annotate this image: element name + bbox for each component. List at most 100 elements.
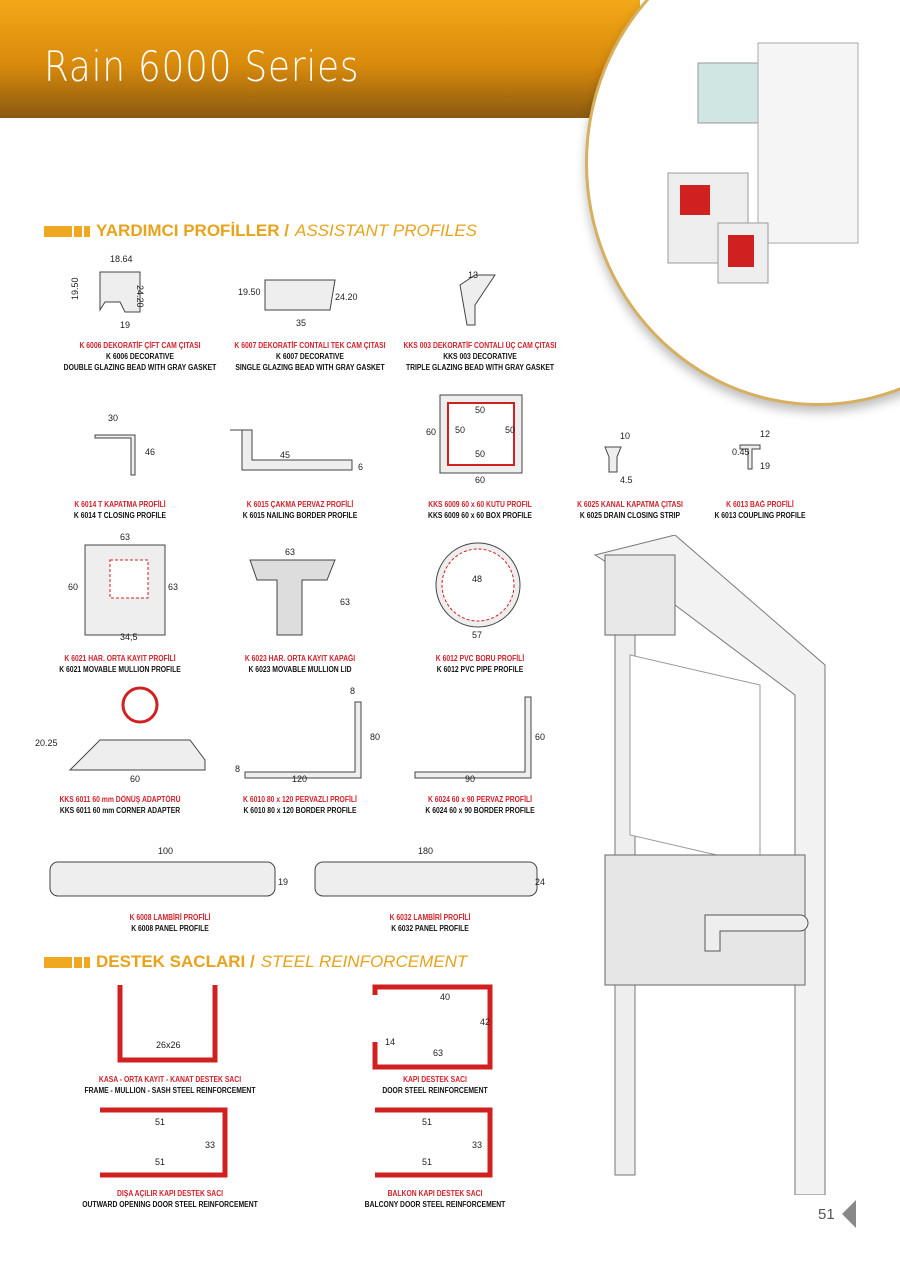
dim: 24.20 xyxy=(335,292,358,302)
dim: 19 xyxy=(278,877,288,887)
section-title-en: ASSISTANT PROFILES xyxy=(295,221,478,240)
item-k6008: K 6008 LAMBİRİ PROFİLİ K 6008 PANEL PROFI… xyxy=(94,912,247,934)
section-bars-icon xyxy=(44,956,90,968)
dim: 33 xyxy=(205,1140,215,1150)
caption-line: K 6006 DEKORATİF ÇİFT CAM ÇITASI xyxy=(79,341,201,350)
section-steel-reinforcement: DESTEK SACLARI / STEEL REINFORCEMENT xyxy=(44,952,467,972)
section-title-en: STEEL REINFORCEMENT xyxy=(260,952,468,971)
item-kks6011: KKS 6011 60 mm DÖNÜŞ ADAPTÖRÜ KKS 6011 60… xyxy=(52,794,188,816)
caption-line: DOUBLE GLAZING BEAD WITH GRAY GASKET xyxy=(63,363,217,372)
row1-drawings: 18.64 19.50 24.20 19 19.50 24.20 35 13 xyxy=(70,254,496,330)
item-k6021: K 6021 HAR. ORTA KAYIT PROFİLİ K 6021 MOV… xyxy=(52,653,188,675)
item-k6014: K 6014 T KAPATMA PROFİLİ K 6014 T CLOSING… xyxy=(52,499,188,521)
caption-line: K 6012 PVC BORU PROFİLİ xyxy=(435,654,525,663)
caption-line: K 6007 DEKORATİF CONTALI TEK CAM ÇITASI xyxy=(234,341,386,350)
dim: 19.50 xyxy=(70,277,80,300)
dim: 35 xyxy=(296,318,306,328)
dim: 6 xyxy=(358,462,363,472)
caption-line: K 6032 LAMBİRİ PROFİLİ xyxy=(389,913,471,922)
dim: 60 xyxy=(68,582,78,592)
row2-drawings: 30 46 45 6 60 50 50 50 50 60 10 4.5 12 0… xyxy=(94,394,770,485)
caption-line: KKS 6009 60 x 60 KUTU PROFIL xyxy=(428,500,532,509)
caption-line: K 6024 60 x 90 PERVAZ PROFİLİ xyxy=(427,795,533,804)
caption-line: K 6008 PANEL PROFILE xyxy=(131,924,209,933)
caption-line: BALKON KAPI DESTEK SACI xyxy=(387,1189,483,1198)
dim: 42 xyxy=(480,1017,490,1027)
dim: 51 xyxy=(155,1157,165,1167)
item-k6012: K 6012 PVC BORU PROFİLİ K 6012 PVC PIPE P… xyxy=(404,653,557,675)
dim: 57 xyxy=(472,630,482,640)
dim: 60 xyxy=(475,475,485,485)
dim: 48 xyxy=(472,574,482,584)
caption-line: OUTWARD OPENING DOOR STEEL REINFORCEMENT xyxy=(82,1200,258,1209)
dim: 120 xyxy=(292,774,307,784)
section-title: DESTEK SACLARI / xyxy=(96,952,255,971)
dim: 12 xyxy=(760,429,770,439)
dim: 100 xyxy=(158,846,173,856)
window-section-illustration xyxy=(667,42,859,284)
dim: 50 xyxy=(505,425,515,435)
dim: 24.20 xyxy=(135,285,145,308)
dim: 180 xyxy=(418,846,433,856)
item-k6006: K 6006 DEKORATİF ÇİFT CAM ÇITASI K 6006 D… xyxy=(55,340,225,373)
caption-line: K 6032 PANEL PROFILE xyxy=(391,924,469,933)
dim: 10 xyxy=(620,431,630,441)
door-section-illustration xyxy=(593,535,826,1195)
item-k6032: K 6032 LAMBİRİ PROFİLİ K 6032 PANEL PROFI… xyxy=(354,912,507,934)
caption-line: TRIPLE GLAZING BEAD WITH GRAY GASKET xyxy=(405,363,555,372)
dim: 80 xyxy=(370,732,380,742)
dim: 63 xyxy=(168,582,178,592)
dim: 24 xyxy=(535,877,545,887)
dim: 50 xyxy=(475,405,485,415)
section-bars-icon xyxy=(44,225,90,237)
item-k6010: K 6010 80 x 120 PERVAZLI PROFİLİ K 6010 8… xyxy=(224,794,377,816)
dim: 46 xyxy=(145,447,155,457)
dim: 19.50 xyxy=(238,287,261,297)
caption-line: K 6006 DECORATIVE xyxy=(106,352,174,361)
caption-line: K 6025 DRAIN CLOSING STRIP xyxy=(579,511,681,520)
caption-line: K 6012 PVC PIPE PROFILE xyxy=(436,665,524,674)
caption-line: K 6010 80 x 120 PERVAZLI PROFİLİ xyxy=(243,795,357,804)
dim: 8 xyxy=(350,686,355,696)
caption-line: K 6010 80 x 120 BORDER PROFILE xyxy=(243,806,357,815)
caption-line: K 6007 DECORATIVE xyxy=(276,352,344,361)
caption-line: K 6025 KANAL KAPATMA ÇITASI xyxy=(577,500,683,509)
caption-line: KAPI DESTEK SACI xyxy=(403,1075,467,1084)
caption-line: KKS 6011 60 mm CORNER ADAPTER xyxy=(59,806,181,815)
row4-drawings: 20.25 60 8 80 8 120 60 90 xyxy=(35,686,545,784)
row3-drawings: 63 60 63 34,5 63 63 48 57 xyxy=(68,532,521,642)
page-title: Rain 6000 Series xyxy=(44,42,360,91)
caption-line: K 6021 MOVABLE MULLION PROFILE xyxy=(59,665,181,674)
dim: 18.64 xyxy=(110,254,133,264)
dim: 33 xyxy=(472,1140,482,1150)
window-corner-image xyxy=(585,0,900,406)
caption-line: K 6023 MOVABLE MULLION LID xyxy=(248,665,352,674)
dim: 40 xyxy=(440,992,450,1002)
caption-line: K 6008 LAMBİRİ PROFİLİ xyxy=(129,913,211,922)
caption-line: KKS 003 DEKORATİF CONTALI ÜÇ CAM ÇITASI xyxy=(403,341,557,350)
dim: 8 xyxy=(235,764,240,774)
caption-line: K 6014 T KAPATMA PROFİLİ xyxy=(74,500,166,509)
caption-line: SINGLE GLAZING BEAD WITH GRAY GASKET xyxy=(235,363,385,372)
caption-line: K 6015 NAILING BORDER PROFILE xyxy=(242,511,358,520)
dim: 13 xyxy=(468,270,478,280)
caption-line: K 6021 HAR. ORTA KAYIT PROFİLİ xyxy=(64,654,176,663)
dim: 90 xyxy=(465,774,475,784)
item-k6025: K 6025 KANAL KAPATMA ÇITASI K 6025 DRAIN … xyxy=(562,499,698,521)
caption-line: K 6014 T CLOSING PROFILE xyxy=(73,511,167,520)
caption-line: K 6013 BAĞ PROFİLİ xyxy=(726,500,794,509)
dim: 51 xyxy=(155,1117,165,1127)
dim: 50 xyxy=(455,425,465,435)
dim: 60 xyxy=(535,732,545,742)
dim: 30 xyxy=(108,413,118,423)
panel-drawings: 100 19 180 24 xyxy=(49,846,545,897)
dim: 63 xyxy=(433,1048,443,1058)
caption-line: KKS 6011 60 mm DÖNÜŞ ADAPTÖRÜ xyxy=(59,795,181,804)
